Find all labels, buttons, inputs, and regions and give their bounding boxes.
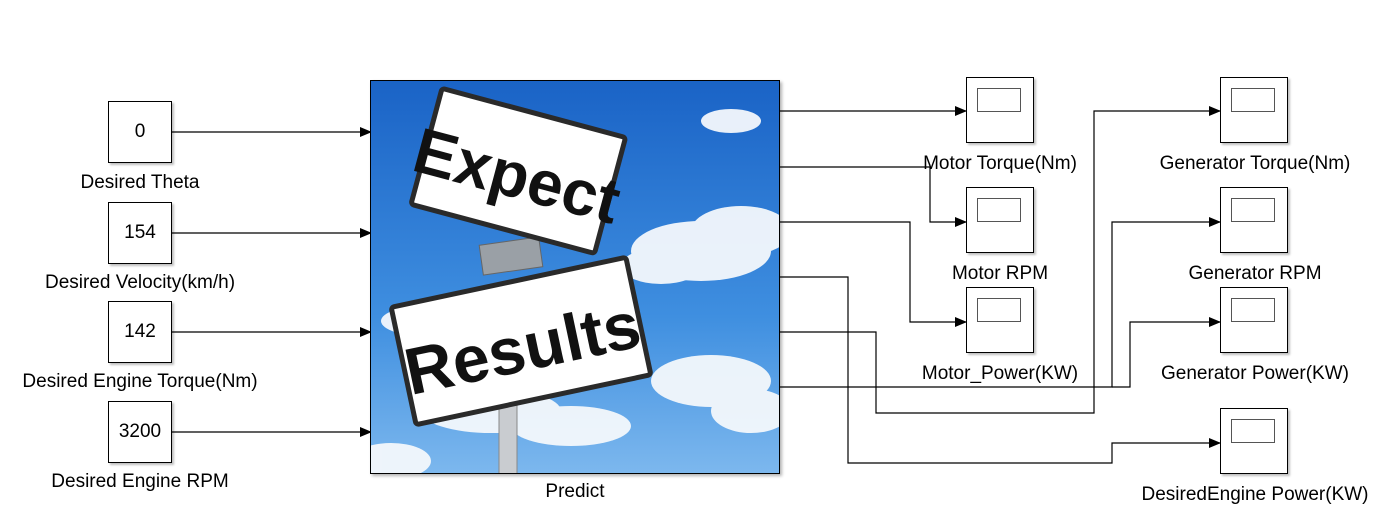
predict-label: Predict: [545, 481, 605, 502]
scope-motor-rpm[interactable]: [966, 187, 1034, 253]
scope-label: Generator RPM: [1188, 263, 1322, 284]
constant-label: Desired Engine Torque(Nm): [22, 371, 258, 392]
signal-line-motor-rpm: [780, 166, 967, 227]
predict-block[interactable]: Expect Results: [370, 80, 780, 474]
signal-line-motor-power: [780, 221, 967, 327]
constant-value: 3200: [118, 421, 162, 442]
scope-screen-icon: [1231, 298, 1275, 322]
constant-block-velocity[interactable]: 154: [108, 202, 172, 264]
scope-motor-torque[interactable]: [966, 77, 1034, 143]
scope-screen-icon: [1231, 88, 1275, 112]
signal-line-generator-power: [1112, 317, 1221, 388]
expect-results-image: Expect Results: [371, 81, 779, 473]
signal-line-generator-torque: [780, 106, 1221, 414]
constant-block-engine-torque[interactable]: 142: [108, 301, 172, 363]
scope-label: Motor Torque(Nm): [923, 153, 1077, 174]
constant-block-theta[interactable]: 0: [108, 101, 172, 163]
signal-line-engine-power: [780, 276, 1221, 464]
signal-line-generator-rpm: [780, 222, 1220, 388]
constant-label: Desired Theta: [80, 172, 200, 193]
scope-desired-engine-power[interactable]: [1220, 408, 1288, 474]
scope-screen-icon: [977, 88, 1021, 112]
scope-screen-icon: [1231, 419, 1275, 443]
constant-value: 0: [134, 121, 146, 142]
scope-screen-icon: [977, 198, 1021, 222]
scope-label: Generator Power(KW): [1161, 363, 1349, 384]
scope-motor-power[interactable]: [966, 287, 1034, 353]
scope-label: Motor_Power(KW): [921, 363, 1079, 384]
constant-value: 154: [124, 222, 156, 243]
scope-screen-icon: [1231, 198, 1275, 222]
constant-value: 142: [124, 321, 156, 342]
constant-block-engine-rpm[interactable]: 3200: [108, 401, 172, 463]
scope-label: DesiredEngine Power(KW): [1141, 484, 1369, 505]
constant-label: Desired Velocity(km/h): [44, 272, 236, 293]
scope-generator-rpm[interactable]: [1220, 187, 1288, 253]
scope-label: Motor RPM: [951, 263, 1049, 284]
constant-label: Desired Engine RPM: [51, 471, 229, 492]
scope-label: Generator Torque(Nm): [1159, 153, 1351, 174]
scope-generator-power[interactable]: [1220, 287, 1288, 353]
scope-screen-icon: [977, 298, 1021, 322]
scope-generator-torque[interactable]: [1220, 77, 1288, 143]
